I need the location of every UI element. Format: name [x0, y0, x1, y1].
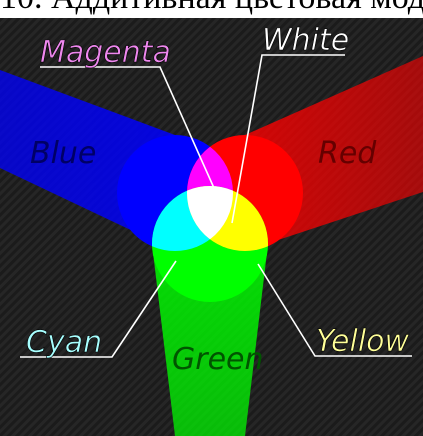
- label-cyan: Cyan: [26, 325, 102, 360]
- label-white: White: [262, 23, 349, 58]
- label-red: Red: [318, 136, 377, 171]
- label-blue: Blue: [30, 136, 96, 171]
- label-yellow: Yellow: [316, 324, 410, 359]
- additive-color-diagram: Magenta White Blue Red Cyan Yellow Green: [0, 18, 423, 436]
- label-green: Green: [172, 342, 264, 377]
- diagram-svg: Magenta White Blue Red Cyan Yellow Green: [0, 18, 423, 436]
- label-magenta: Magenta: [40, 35, 171, 70]
- page-heading: 10. Аддитивная цветовая модель: [0, 0, 423, 18]
